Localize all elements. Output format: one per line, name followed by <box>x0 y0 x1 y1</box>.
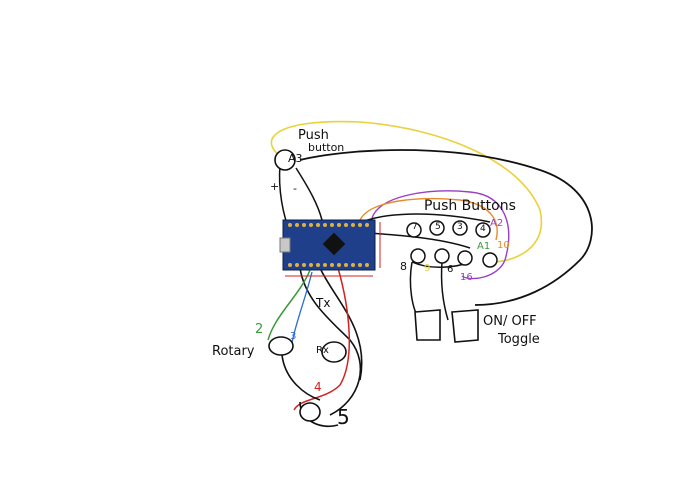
label-4-top: 4 <box>480 224 486 234</box>
label-a1: A1 <box>477 241 491 252</box>
wire-black-rotary-loop <box>281 354 339 427</box>
label-rotary-3: 3 <box>290 331 297 342</box>
label-8: 8 <box>400 260 407 273</box>
label-5: 5 <box>435 222 441 232</box>
label-6: 6 <box>447 264 454 275</box>
label-10: 10 <box>497 240 510 251</box>
wire-black-right-loop <box>299 149 593 306</box>
label-push: Push <box>298 128 329 143</box>
arduino-board <box>279 219 381 277</box>
label-rotary: Rotary <box>212 344 255 359</box>
label-button: button <box>308 141 345 154</box>
rotary-encoders <box>268 336 347 422</box>
label-16: 16 <box>460 272 473 283</box>
label-rx: Rx <box>316 345 329 356</box>
wire-red <box>293 267 351 411</box>
label-rotary-2: 2 <box>255 322 264 337</box>
label-minus: - <box>293 182 297 195</box>
label-toggle: Toggle <box>498 332 540 347</box>
toggle-switches <box>414 309 479 343</box>
wire-yellow <box>270 120 543 263</box>
label-rotary-4: 4 <box>314 380 322 394</box>
label-a2: A2 <box>490 218 504 229</box>
label-rotary-5: 5 <box>337 405 350 429</box>
wire-orange <box>359 197 498 241</box>
push-buttons-row <box>406 220 498 268</box>
wire-blue <box>291 271 313 344</box>
label-a3: A3 <box>288 152 303 165</box>
label-tx: Tx <box>316 296 331 310</box>
label-9: 9 <box>424 263 431 274</box>
label-push-buttons: Push Buttons <box>424 198 516 214</box>
label-on-off: ON/ OFF <box>483 314 537 329</box>
push-button-left <box>274 149 296 171</box>
wire-purple <box>371 190 510 280</box>
label-plus: + <box>270 180 280 193</box>
label-7: 7 <box>412 222 418 232</box>
wire-green <box>267 269 311 341</box>
label-3: 3 <box>457 222 463 232</box>
